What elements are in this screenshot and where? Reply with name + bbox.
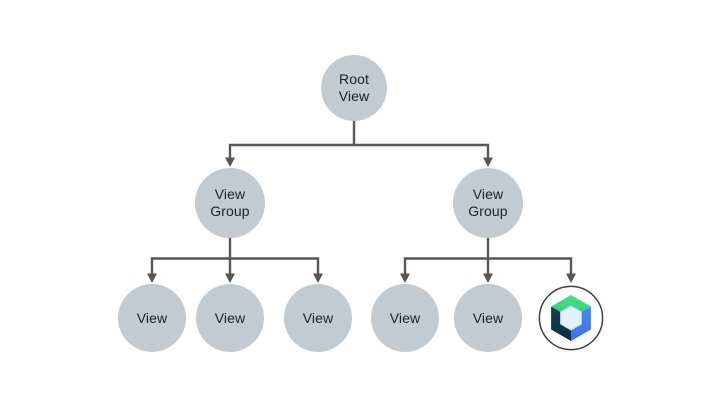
jetpack-compose-icon (538, 285, 604, 351)
arrowhead (313, 273, 323, 283)
connector-right-group-to-views (403, 237, 573, 275)
node-view-left-2: View (196, 284, 264, 352)
node-compose (538, 285, 604, 351)
arrowhead (566, 273, 576, 283)
node-label: Root View (338, 71, 370, 104)
node-label: View (214, 309, 246, 326)
node-label: View Group (210, 186, 250, 219)
connector-left-group-to-views (150, 237, 320, 275)
node-view-group-left: View Group (195, 168, 265, 238)
connector-root-to-groups (228, 120, 490, 159)
node-view-right-1: View (371, 284, 439, 352)
node-view-right-2: View (454, 284, 522, 352)
node-label: View (302, 309, 334, 326)
node-root-view: Root View (321, 55, 387, 121)
arrowhead (483, 273, 493, 283)
node-view-left-3: View (284, 284, 352, 352)
node-label: View Group (468, 186, 508, 219)
node-label: View (136, 309, 168, 326)
arrowhead (400, 273, 410, 283)
arrowhead (147, 273, 157, 283)
arrowhead (225, 273, 235, 283)
node-view-group-right: View Group (453, 168, 523, 238)
node-label: View (389, 309, 421, 326)
node-view-left-1: View (118, 284, 186, 352)
arrowhead (483, 157, 493, 167)
arrowhead (225, 157, 235, 167)
node-label: View (472, 309, 504, 326)
